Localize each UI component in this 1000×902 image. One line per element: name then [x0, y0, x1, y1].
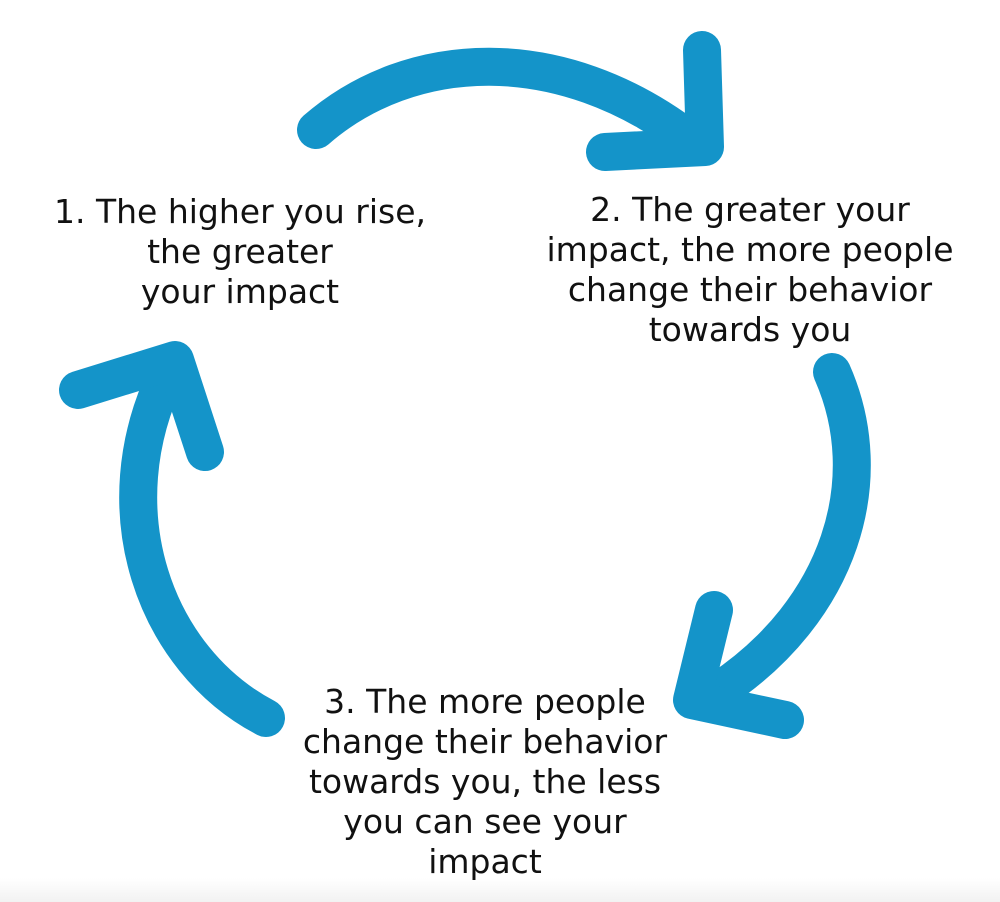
step-3-line: towards you, the less: [308, 762, 662, 801]
arrow-step1-to-step2-shaft: [297, 47, 709, 159]
arrow-step1-to-step2-head: [586, 31, 724, 171]
arrow-step2-to-step3-head: [673, 591, 804, 739]
step-2-line: towards you: [648, 310, 852, 349]
step-2-text: 2. The greater your impact, the more peo…: [515, 190, 985, 350]
step-1-line: 1. The higher you rise,: [54, 192, 426, 231]
step-2-line: impact, the more people: [546, 230, 954, 269]
arrow-step2-to-step3-shaft: [701, 353, 871, 709]
step-3-line: impact: [428, 842, 542, 881]
step-2-line: 2. The greater your: [590, 190, 910, 229]
step-3-text: 3. The more people change their behavior…: [255, 682, 715, 882]
arrow-step1-to-step2-icon: [297, 31, 724, 171]
step-3-line: you can see your: [343, 802, 627, 841]
step-1-text: 1. The higher you rise, the greater your…: [30, 192, 450, 312]
step-1-line: the greater: [147, 232, 333, 271]
step-3-line: 3. The more people: [324, 682, 646, 721]
arrow-step2-to-step3-icon: [673, 353, 871, 739]
arrow-step3-to-step1-head: [59, 341, 224, 471]
bottom-edge-shade: [0, 878, 1000, 902]
arrow-step3-to-step1-shaft: [119, 353, 285, 737]
step-2-line: change their behavior: [567, 270, 933, 309]
arrow-step3-to-step1-icon: [59, 341, 285, 737]
step-1-line: your impact: [140, 272, 340, 311]
step-3-line: change their behavior: [302, 722, 668, 761]
